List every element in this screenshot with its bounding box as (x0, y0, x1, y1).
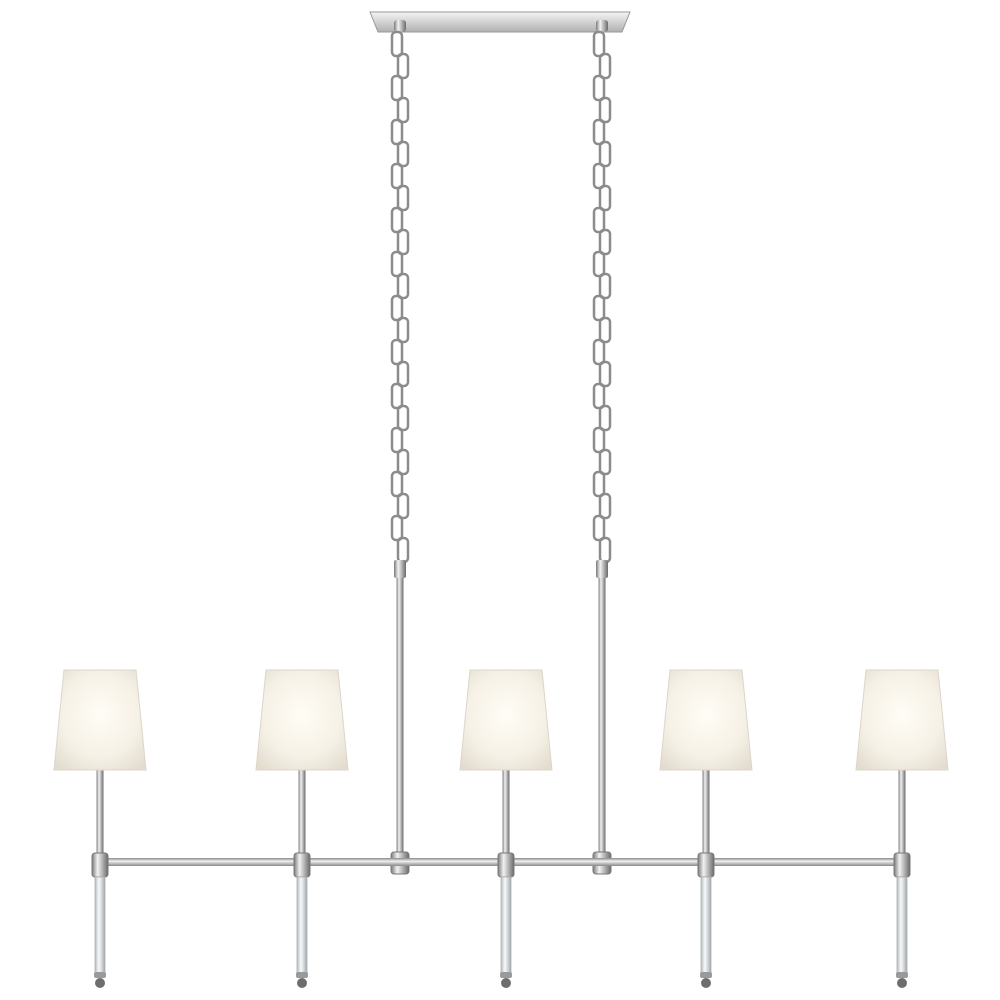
chain-link (598, 448, 612, 476)
chain-link (592, 294, 606, 322)
chain-link (592, 118, 606, 146)
chain-link (592, 250, 606, 278)
chain-link (592, 162, 606, 190)
finial-ring (296, 972, 308, 978)
chain-link (390, 30, 404, 58)
chain-link (598, 536, 612, 564)
chain-link (396, 536, 410, 564)
arm-stem (898, 768, 906, 858)
chain-link (592, 426, 606, 454)
chain-link (598, 140, 612, 168)
arm-joint (893, 852, 911, 878)
chain-link (396, 316, 410, 344)
arm-stem (702, 768, 710, 858)
finial-ring (94, 972, 106, 978)
chain-link (592, 206, 606, 234)
chain-link (598, 184, 612, 212)
lamp-shade (459, 669, 553, 771)
chain-link (598, 316, 612, 344)
chain-link (390, 382, 404, 410)
chain-link (390, 250, 404, 278)
crystal-column (700, 876, 712, 978)
chain-link (592, 514, 606, 542)
arms (53, 669, 949, 988)
chain-link (592, 470, 606, 498)
finial (297, 978, 307, 988)
chain-link (396, 492, 410, 520)
chain-link (396, 360, 410, 388)
crystal-column (296, 876, 308, 978)
finial (701, 978, 711, 988)
chain-link (390, 162, 404, 190)
chain-link (390, 426, 404, 454)
finial (897, 978, 907, 988)
chain-link (592, 30, 606, 58)
chain-link (598, 272, 612, 300)
chain-link (390, 338, 404, 366)
chain-link (592, 74, 606, 102)
lamp-arm (855, 669, 949, 988)
lamp-arm (53, 669, 147, 988)
chain-link (598, 404, 612, 432)
arm-stem (96, 768, 104, 858)
down-rod (598, 578, 606, 854)
crystal-column (94, 876, 106, 978)
chain-link (396, 448, 410, 476)
lamp-shade (855, 669, 949, 771)
ceiling-canopy (369, 11, 631, 33)
chain-link (396, 228, 410, 256)
finial (95, 978, 105, 988)
chain (592, 20, 612, 578)
crystal-column (500, 876, 512, 978)
chain-bracket (596, 20, 608, 32)
chain-link (592, 338, 606, 366)
chain-link (396, 184, 410, 212)
chain-link (390, 470, 404, 498)
finial-ring (500, 972, 512, 978)
chain-link (598, 360, 612, 388)
chain-bracket (394, 20, 406, 32)
chain-link (396, 272, 410, 300)
chain-connector (596, 560, 608, 578)
chain-link (390, 514, 404, 542)
chain-link (598, 96, 612, 124)
chain-link (390, 206, 404, 234)
lamp-shade (255, 669, 349, 771)
lamp-arm (255, 669, 349, 988)
chain-link (598, 492, 612, 520)
chains (390, 20, 612, 578)
down-rod (396, 578, 404, 854)
lamp-arm (459, 669, 553, 988)
chain-link (396, 52, 410, 80)
chain-link (396, 96, 410, 124)
chain-link (598, 228, 612, 256)
arm-stem (298, 768, 306, 858)
chain-link (592, 382, 606, 410)
finial-ring (896, 972, 908, 978)
arm-joint (293, 852, 311, 878)
finial (501, 978, 511, 988)
lamp-shade (53, 669, 147, 771)
arm-joint (697, 852, 715, 878)
arm-stem (502, 768, 510, 858)
chain-link (390, 74, 404, 102)
chain-link (390, 294, 404, 322)
chain-link (396, 404, 410, 432)
crystal-column (896, 876, 908, 978)
lamp-shade (659, 669, 753, 771)
chain-connector (394, 560, 406, 578)
lamp-arm (659, 669, 753, 988)
arm-joint (497, 852, 515, 878)
arm-joint (91, 852, 109, 878)
finial-ring (700, 972, 712, 978)
chain (390, 20, 410, 578)
chain-link (396, 140, 410, 168)
chain-link (390, 118, 404, 146)
chain-link (598, 52, 612, 80)
